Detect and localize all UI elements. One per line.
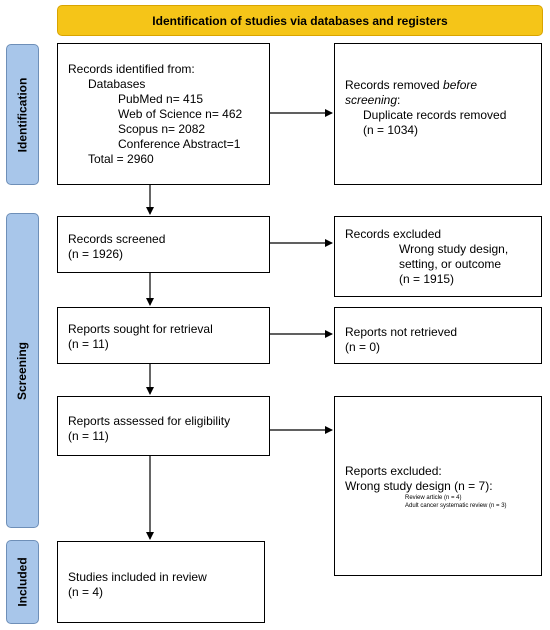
duplicates-label: Duplicate records removed: [363, 108, 507, 122]
removed-heading-cont: screening:: [345, 93, 401, 107]
records-excluded-box: Records excluded Wrong study design, set…: [334, 216, 542, 297]
removed-heading: Records removed before: [345, 78, 478, 92]
removed-count: (n = 1034): [363, 123, 419, 137]
excluded-heading: Records excluded: [345, 227, 442, 241]
phase-screening: Screening: [6, 213, 39, 528]
assessed-count: (n = 11): [68, 429, 109, 443]
reports-sought-box: Reports sought for retrieval (n = 11): [57, 307, 270, 364]
excluded-reason-2: setting, or outcome: [399, 257, 502, 271]
banner-title: Identification of studies via databases …: [152, 13, 448, 28]
reports-excluded-sub-1: Review article (n = 4): [405, 495, 462, 501]
databases-label: Databases: [88, 77, 146, 91]
reports-excluded-heading: Reports excluded:: [345, 464, 442, 478]
excluded-count: (n = 1915): [399, 272, 455, 286]
phase-identification: Identification: [6, 44, 39, 185]
reports-excluded-sub-2: Adult cancer systematic review (n = 3): [405, 503, 507, 509]
identified-heading: Records identified from:: [68, 62, 195, 76]
not-retrieved-count: (n = 0): [345, 340, 381, 354]
assessed-label: Reports assessed for eligibility: [68, 414, 231, 428]
included-count: (n = 4): [68, 585, 104, 599]
records-identified-box: Records identified from: Databases PubMe…: [57, 43, 270, 185]
reports-excluded-box: Reports excluded: Wrong study design (n …: [334, 396, 542, 576]
screened-label: Records screened: [68, 232, 166, 246]
sought-count: (n = 11): [68, 337, 109, 351]
records-removed-box: Records removed before screening: Duplic…: [334, 43, 542, 185]
reports-not-retrieved-box: Reports not retrieved (n = 0): [334, 307, 542, 364]
phase-included: Included: [6, 540, 39, 624]
sought-label: Reports sought for retrieval: [68, 322, 213, 336]
reports-assessed-box: Reports assessed for eligibility (n = 11…: [57, 396, 270, 456]
excluded-reason-1: Wrong study design,: [399, 242, 509, 256]
included-label: Studies included in review: [68, 570, 207, 584]
not-retrieved-label: Reports not retrieved: [345, 325, 458, 339]
records-screened-box: Records screened (n = 1926): [57, 216, 270, 273]
conference-count: Conference Abstract=1: [118, 137, 241, 151]
header-banner: Identification of studies via databases …: [57, 5, 543, 36]
reports-excluded-reason: Wrong study design (n = 7):: [345, 479, 493, 493]
total-count: Total = 2960: [88, 152, 154, 166]
pubmed-count: PubMed n= 415: [118, 92, 204, 106]
studies-included-box: Studies included in review (n = 4): [57, 541, 265, 623]
scopus-count: Scopus n= 2082: [118, 122, 206, 136]
screened-count: (n = 1926): [68, 247, 124, 261]
wos-count: Web of Science n= 462: [118, 107, 243, 121]
